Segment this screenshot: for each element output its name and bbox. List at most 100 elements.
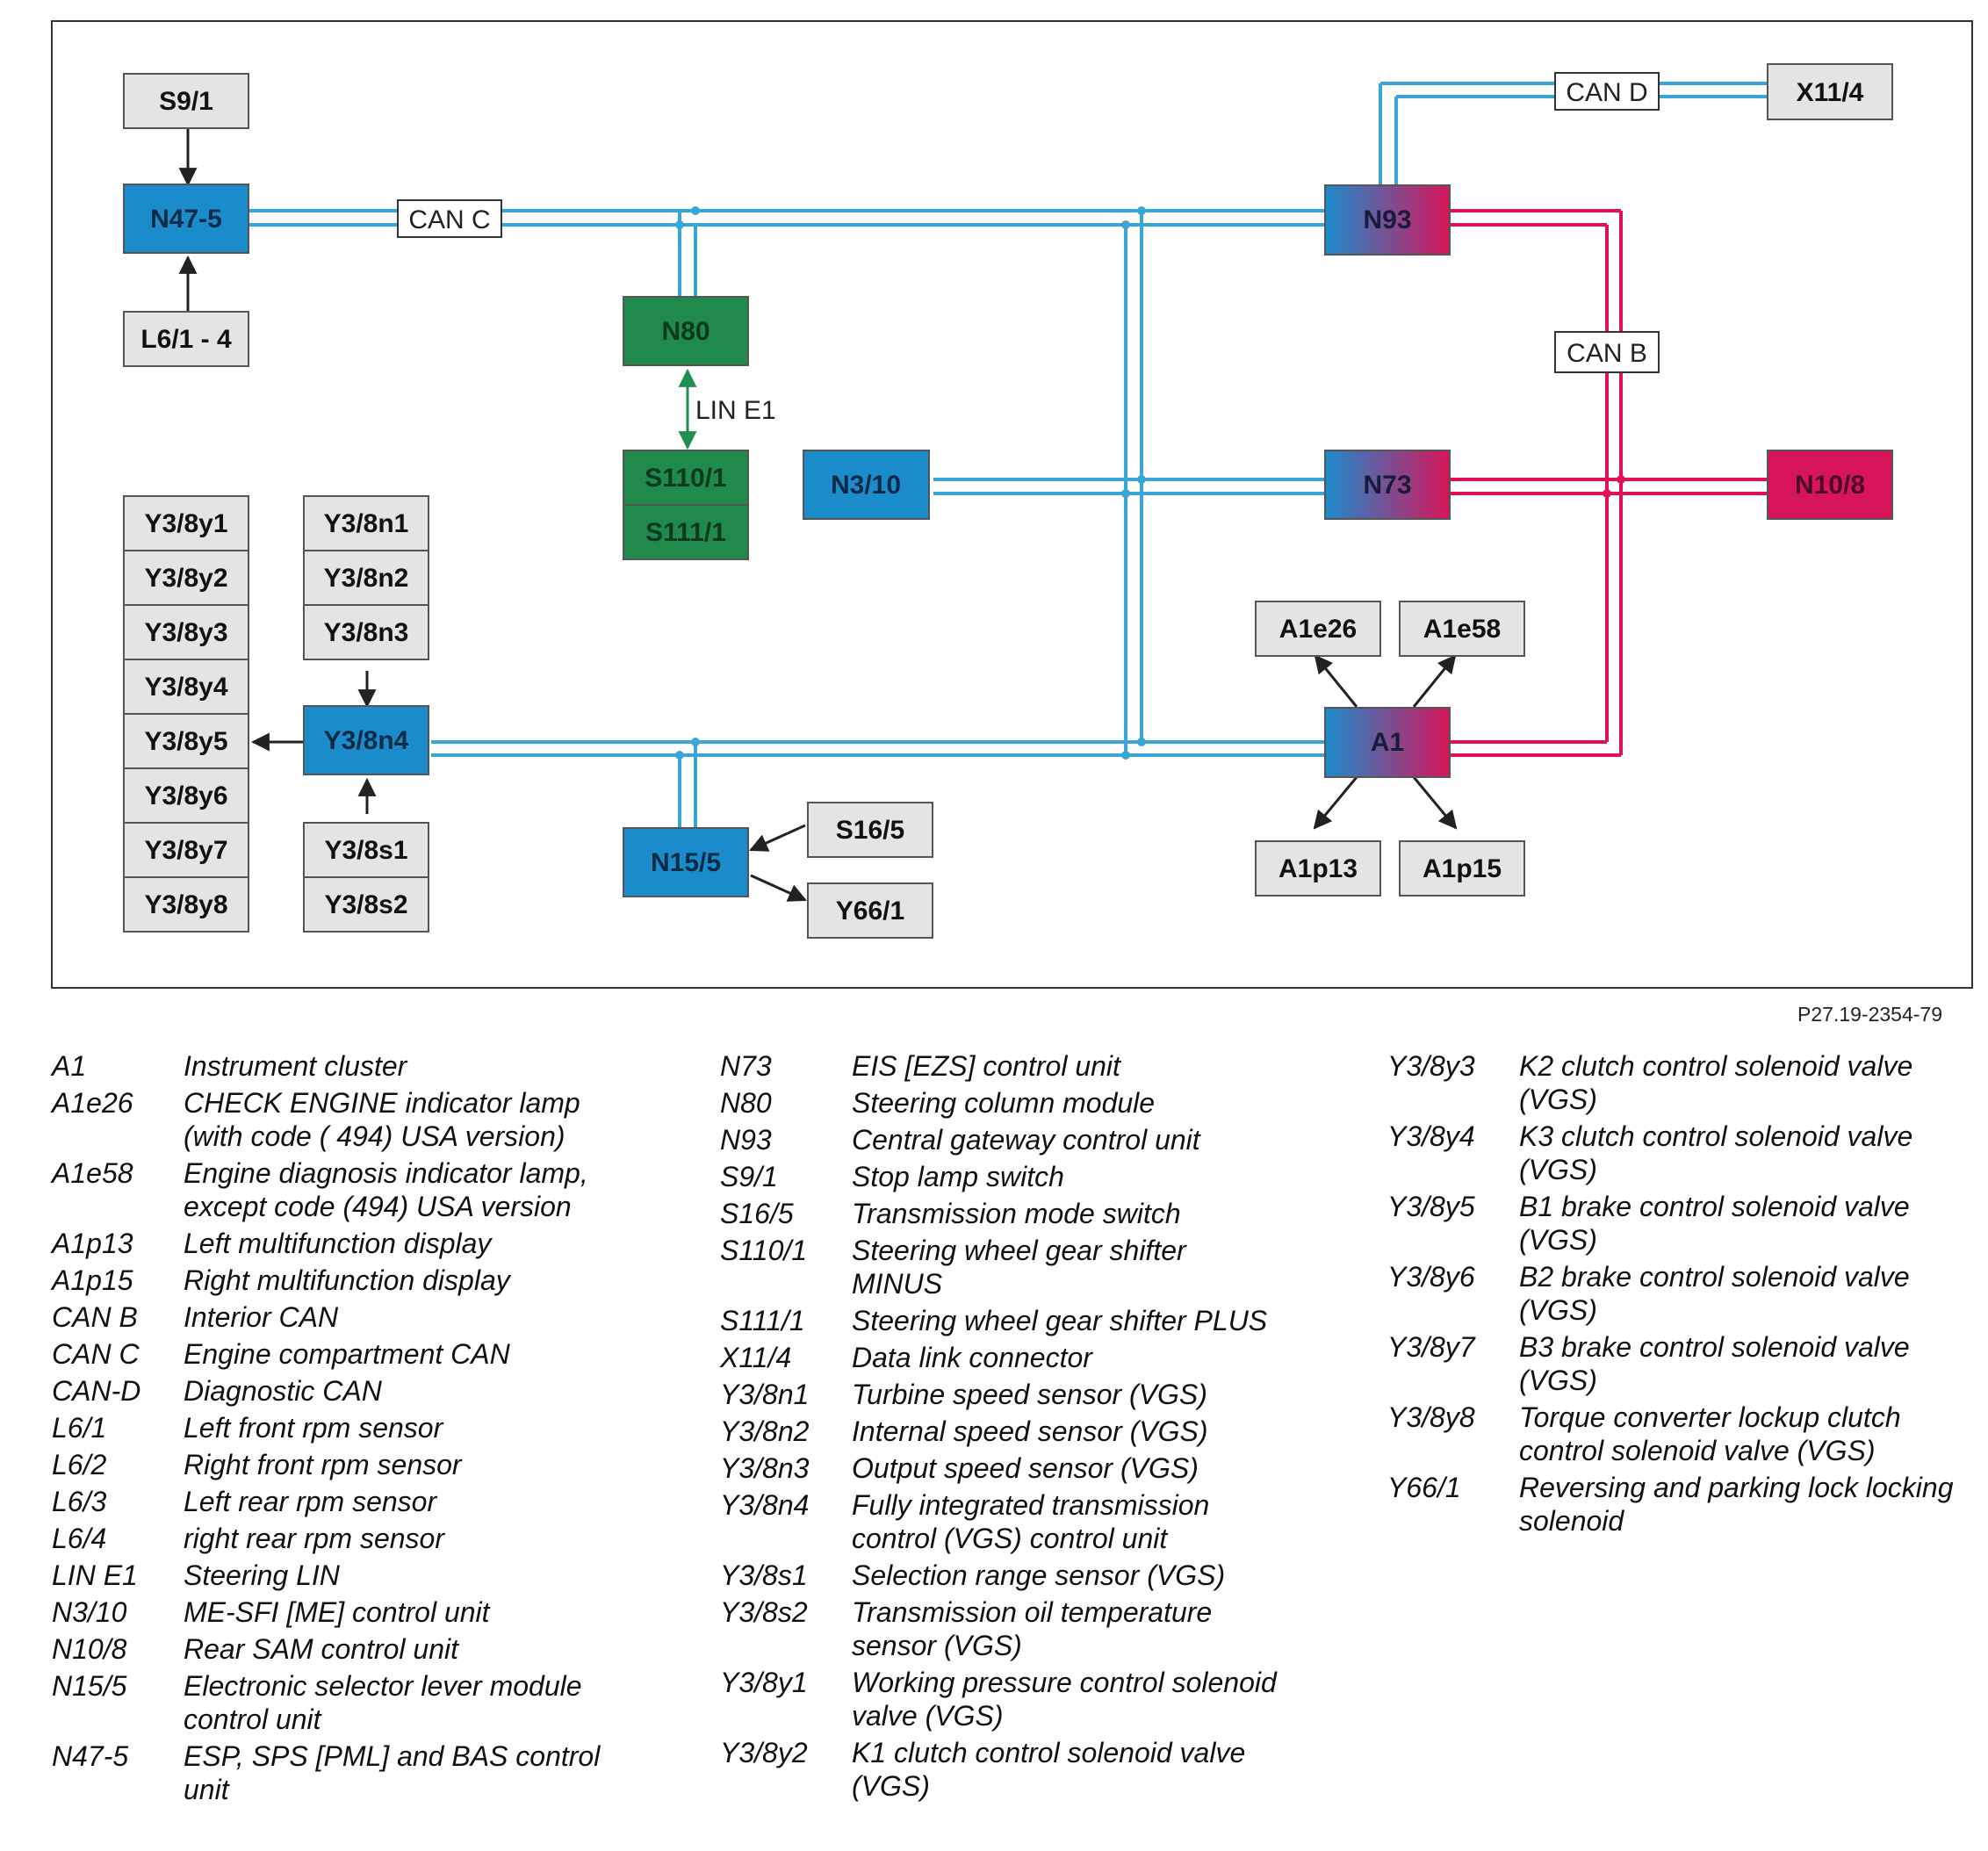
speed-sensor-stack: Y3/8n1 Y3/8n2 Y3/8n3: [303, 495, 429, 660]
can-d-label: CAN D: [1554, 72, 1660, 111]
svg-text:Y3/8y4: Y3/8y4: [144, 673, 227, 702]
box-y3-8y4: Y3/8y4: [123, 659, 249, 715]
can-c-nodes: [675, 206, 1146, 760]
svg-text:Y3/8n4: Y3/8n4: [324, 726, 409, 755]
legend-description: Central gateway control unit: [852, 1124, 1200, 1156]
legend-description: Right multifunction display: [184, 1264, 510, 1296]
box-y3-8y6: Y3/8y6: [123, 767, 249, 824]
box-y3-8y3: Y3/8y3: [123, 604, 249, 660]
legend-code: A1: [52, 1050, 87, 1082]
box-y3-8n3: Y3/8n3: [303, 604, 429, 660]
legend-code: S9/1: [720, 1161, 778, 1192]
svg-text:Y3/8y6: Y3/8y6: [144, 781, 227, 810]
legend-description: Stop lamp switch: [852, 1161, 1064, 1192]
legend-description: Turbine speed sensor (VGS): [852, 1379, 1207, 1410]
legend-entry: LIN E1 Steering LIN: [52, 1559, 631, 1592]
legend-description: Engine diagnosis indicator lamp, except …: [184, 1157, 588, 1222]
legend-code: L6/4: [52, 1523, 107, 1554]
box-n47-5: N47-5: [123, 184, 249, 254]
svg-text:N3/10: N3/10: [831, 471, 901, 500]
legend-description: Electronic selector lever module control…: [184, 1670, 582, 1735]
legend-description: Data link connector: [852, 1342, 1092, 1373]
box-s9-1: S9/1: [123, 73, 249, 129]
legend-code: Y3/8y7: [1387, 1331, 1475, 1363]
legend-description: Steering wheel gear shifter PLUS: [852, 1305, 1268, 1336]
network-diagram: CAN C CAN D CAN B LIN E1 S9/1 L6/1 - 4: [51, 20, 1973, 989]
box-s110-1: S110/1: [623, 450, 749, 506]
svg-text:A1p13: A1p13: [1279, 854, 1358, 883]
legend-code: S111/1: [720, 1305, 805, 1336]
valve-stack: Y3/8y1 Y3/8y2 Y3/8y3 Y3/8y4 Y3/8y5 Y3/8y…: [123, 495, 249, 933]
legend-entry: S111/1 Steering wheel gear shifter PLUS: [720, 1304, 1282, 1337]
legend-code: Y66/1: [1387, 1472, 1461, 1503]
legend-code: LIN E1: [52, 1559, 138, 1591]
legend-code: Y3/8n4: [720, 1489, 810, 1521]
legend-description: B3 brake control solenoid valve (VGS): [1519, 1331, 1910, 1396]
svg-text:Y3/8n2: Y3/8n2: [324, 564, 409, 593]
legend-description: Fully integrated transmission control (V…: [852, 1489, 1210, 1554]
svg-text:CAN B: CAN B: [1567, 339, 1647, 368]
legend-description: Steering wheel gear shifter MINUS: [852, 1235, 1186, 1300]
legend-code: N15/5: [52, 1670, 127, 1702]
legend-code: CAN-D: [52, 1375, 141, 1407]
legend-description: Transmission oil temperature sensor (VGS…: [852, 1596, 1213, 1661]
legend-code: N80: [720, 1087, 772, 1119]
legend-description: Torque converter lockup clutch control s…: [1519, 1401, 1901, 1466]
box-y66-1: Y66/1: [807, 882, 933, 939]
legend-code: L6/2: [52, 1449, 107, 1480]
box-y3-8s1: Y3/8s1: [303, 822, 429, 878]
legend-entry: X11/4 Data link connector: [720, 1341, 1282, 1374]
legend-description: K1 clutch control solenoid valve (VGS): [852, 1737, 1246, 1802]
legend-code: CAN C: [52, 1338, 140, 1370]
svg-text:Y3/8y3: Y3/8y3: [144, 618, 227, 647]
legend-code: S110/1: [720, 1235, 808, 1266]
svg-text:Y3/8s1: Y3/8s1: [324, 836, 407, 865]
svg-text:N15/5: N15/5: [651, 848, 721, 877]
box-s111-1: S111/1: [623, 504, 749, 560]
svg-text:LIN E1: LIN E1: [695, 396, 776, 425]
svg-text:Y3/8y5: Y3/8y5: [144, 727, 227, 756]
legend-description: B2 brake control solenoid valve (VGS): [1519, 1261, 1910, 1326]
legend-code: Y3/8s2: [720, 1596, 808, 1628]
legend-code: Y3/8y2: [720, 1737, 808, 1768]
can-c-label: CAN C: [397, 199, 502, 238]
svg-text:A1: A1: [1371, 728, 1404, 757]
legend-description: EIS [EZS] control unit: [852, 1050, 1120, 1082]
legend-description: Steering column module: [852, 1087, 1156, 1119]
legend-code: L6/1: [52, 1412, 107, 1444]
legend-description: Transmission mode switch: [852, 1198, 1181, 1229]
legend-description: ME-SFI [ME] control unit: [184, 1596, 490, 1628]
legend-code: N3/10: [52, 1596, 127, 1628]
box-y3-8n4: Y3/8n4: [303, 705, 429, 775]
box-y3-8y7: Y3/8y7: [123, 822, 249, 878]
box-x11-4: X11/4: [1767, 63, 1893, 120]
svg-text:A1p15: A1p15: [1423, 854, 1502, 883]
range-sensor-stack: Y3/8s1 Y3/8s2: [303, 822, 429, 933]
box-y3-8n2: Y3/8n2: [303, 550, 429, 606]
legend-entry: S110/1 Steering wheel gear shifter MINUS: [720, 1234, 1282, 1300]
legend-description: right rear rpm sensor: [184, 1523, 444, 1554]
legend-code: X11/4: [720, 1342, 792, 1373]
svg-text:S9/1: S9/1: [159, 87, 213, 116]
svg-text:A1e58: A1e58: [1423, 615, 1501, 644]
legend-entry: Y3/8y7 B3 brake control solenoid valve (V…: [1387, 1330, 1958, 1397]
legend-code: N47-5: [52, 1740, 129, 1772]
legend-description: Selection range sensor (VGS): [852, 1559, 1226, 1591]
legend-code: CAN B: [52, 1301, 138, 1333]
can-b-label: CAN B: [1554, 331, 1660, 373]
legend-description: B1 brake control solenoid valve (VGS): [1519, 1191, 1910, 1256]
box-n80: N80: [623, 296, 749, 366]
legend-description: Steering LIN: [184, 1559, 340, 1591]
legend-entry: Y3/8n4 Fully integrated transmission cont…: [720, 1488, 1282, 1555]
legend-description: Output speed sensor (VGS): [852, 1452, 1199, 1484]
